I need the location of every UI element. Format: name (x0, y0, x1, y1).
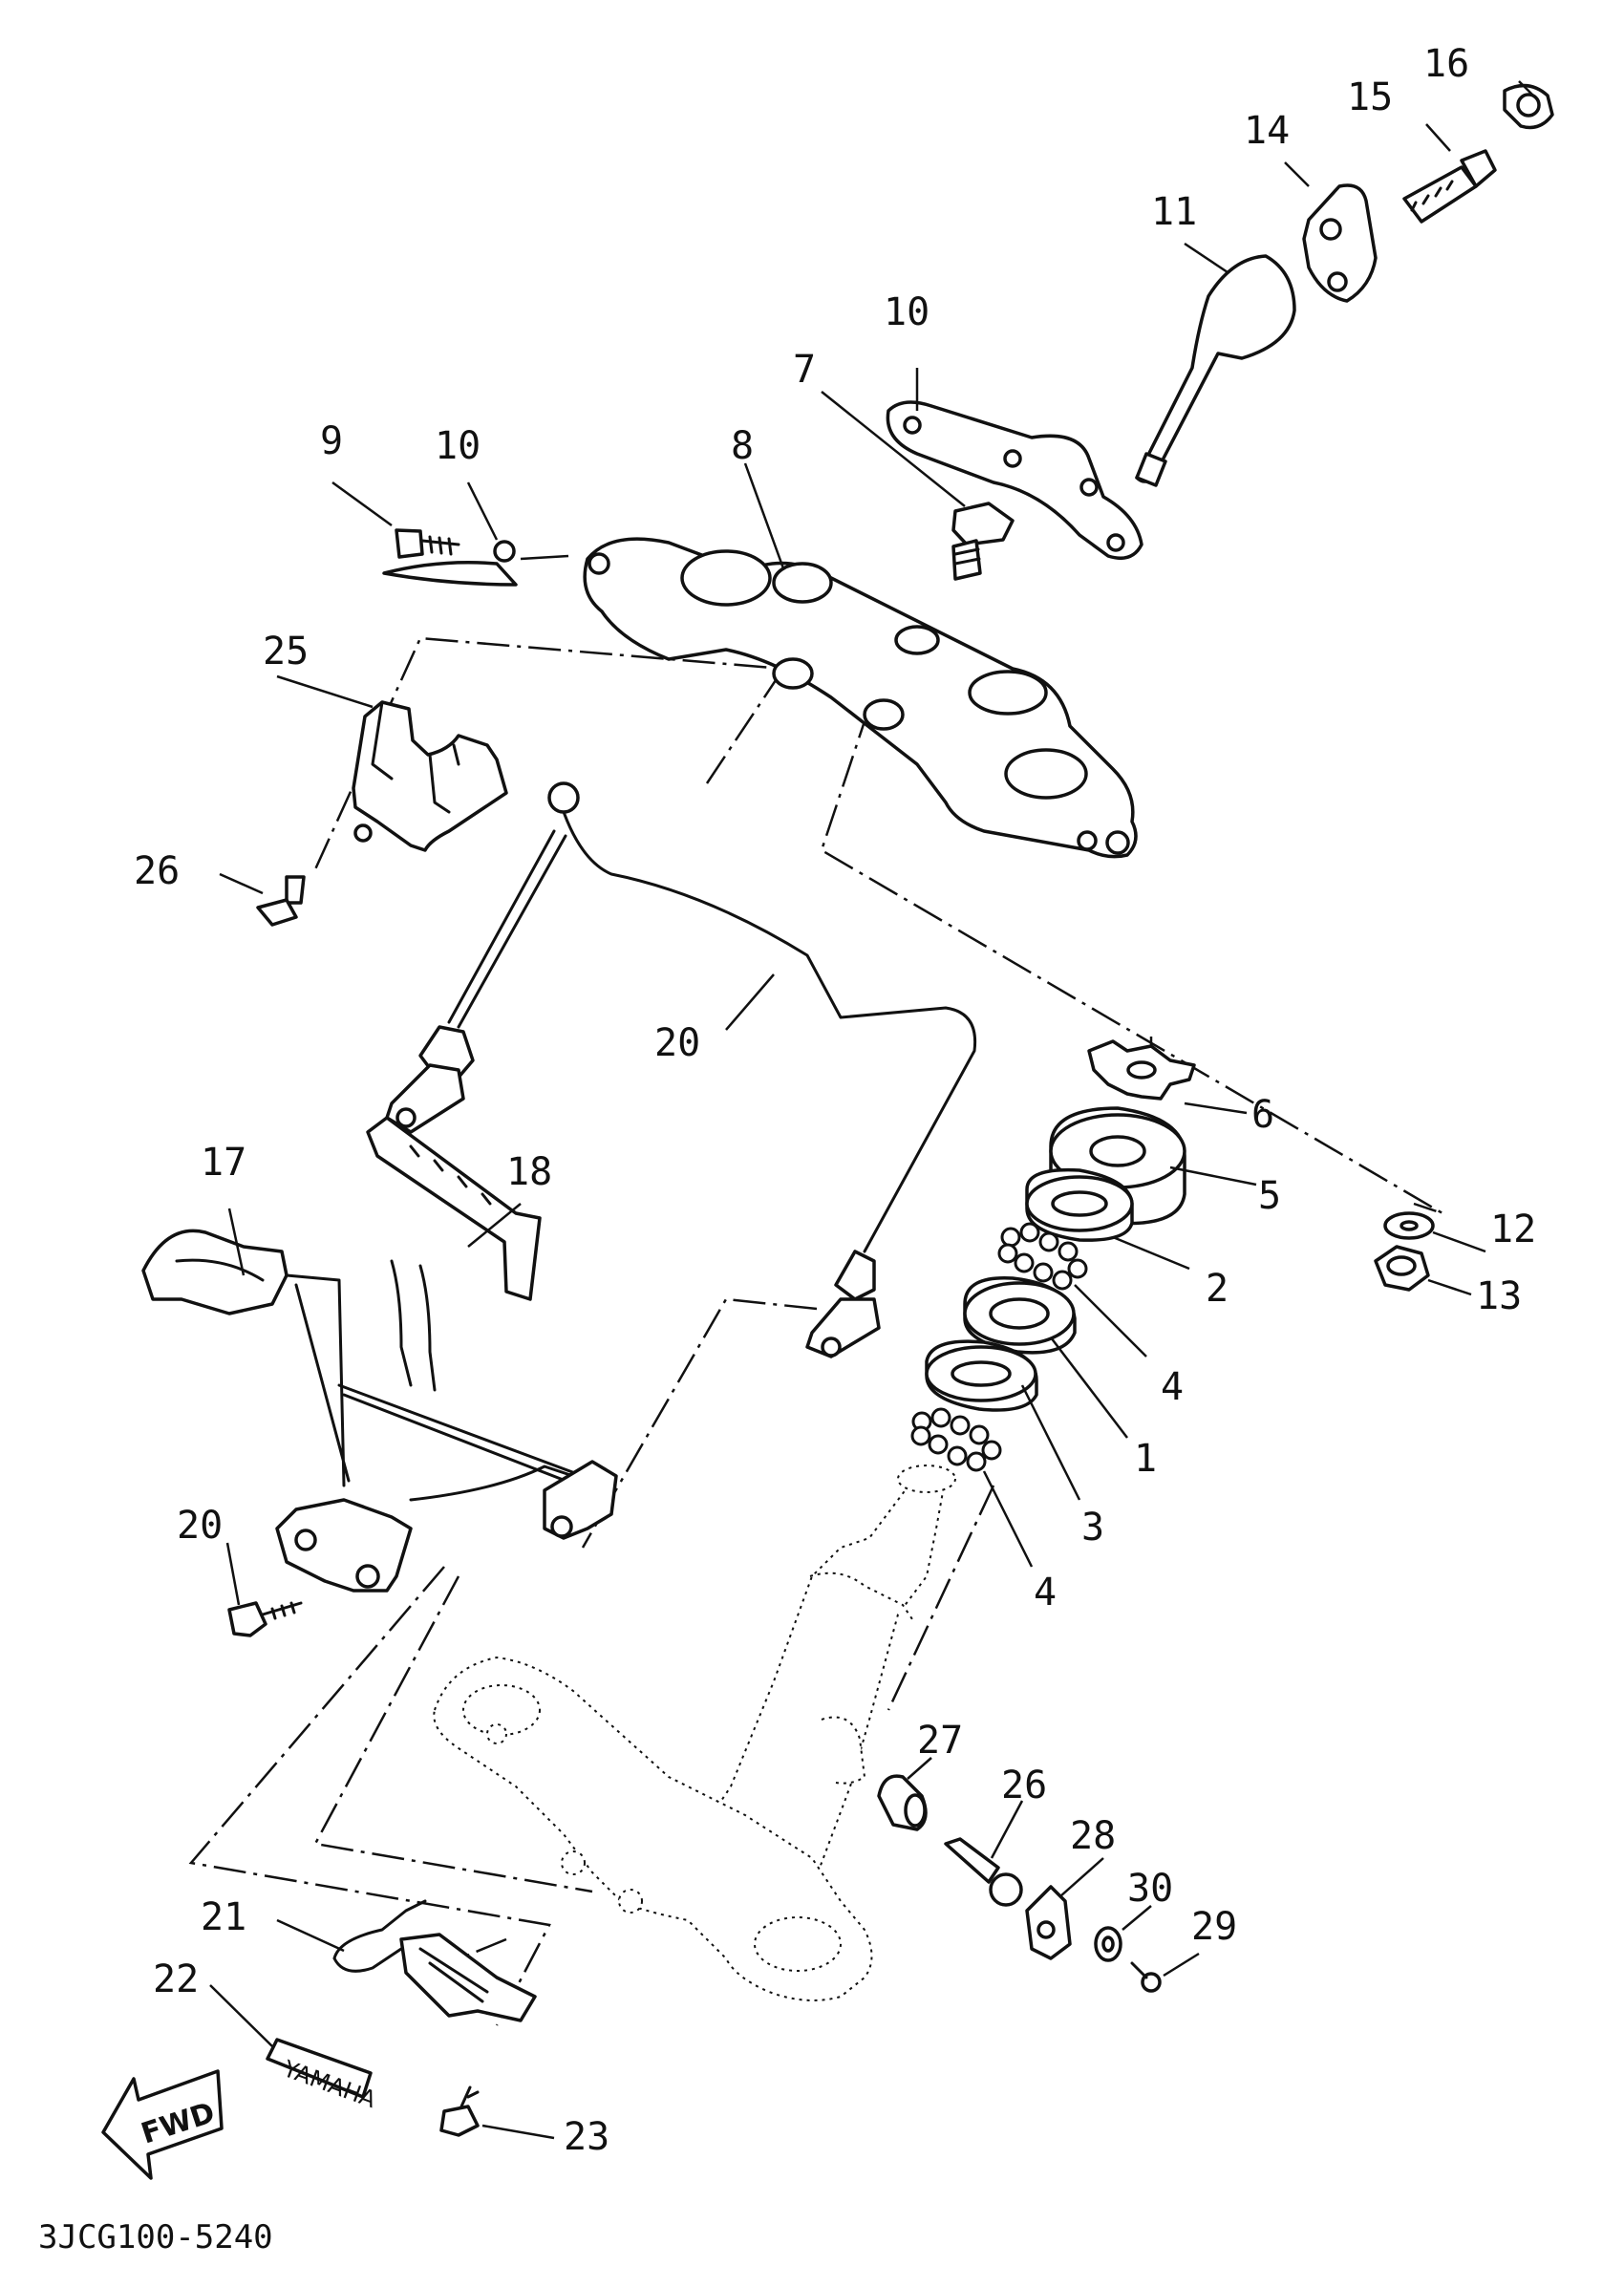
lower-bracket (433, 1465, 956, 2001)
callout-19: 18 (506, 1150, 552, 1194)
callout-5: 5 (1258, 1174, 1281, 1218)
callout-23: 22 (153, 1957, 199, 2001)
balls-4-lower (910, 1407, 1002, 1472)
washer-13 (1383, 1211, 1435, 1240)
upper-bracket (583, 537, 1138, 859)
callout-24: 23 (564, 2115, 609, 2159)
bolt-24 (439, 2085, 480, 2137)
callout-13: 12 (1490, 1208, 1536, 1251)
callout-16: 15 (1347, 75, 1393, 119)
bolt-16 (1402, 149, 1497, 224)
callout-1: 1 (1134, 1437, 1157, 1481)
callout-29: 28 (1070, 1814, 1116, 1858)
emblem-holder (399, 1933, 537, 2022)
handlebar-12 (1135, 254, 1296, 487)
callout-27: 26 (1001, 1764, 1047, 1807)
bolt-26 (256, 875, 306, 927)
callout-25: 25 (263, 630, 309, 674)
callout-17: 16 (1423, 42, 1469, 86)
holder-15 (1302, 183, 1378, 303)
callout-30: 29 (1191, 1905, 1237, 1949)
callout-3: 3 (1081, 1506, 1104, 1550)
callout-14: 13 (1476, 1274, 1522, 1318)
callout-12: 11 (1151, 190, 1197, 234)
race-3 (925, 1339, 1038, 1412)
callout-7: 7 (793, 348, 816, 392)
diagram-code: 3JCG100-5240 (38, 2218, 273, 2256)
callout-26: 26 (134, 849, 180, 893)
strap-19 (366, 1116, 542, 1301)
callout-4-upper: 4 (1161, 1365, 1184, 1409)
bolt-21 (227, 1601, 303, 1637)
callout-28: 27 (917, 1719, 963, 1763)
race-2 (1025, 1167, 1134, 1242)
plate-29 (1025, 1885, 1072, 1960)
screw-30 (1130, 1961, 1162, 1993)
cap-17 (1503, 83, 1554, 130)
callout-22: 21 (201, 1895, 246, 1939)
callout-8: 8 (731, 424, 754, 468)
callout-18: 17 (201, 1141, 246, 1185)
washer-31 (1094, 1926, 1122, 1962)
callout-20: 20 (654, 1021, 700, 1065)
clip-22 (332, 1899, 427, 1973)
callout-6: 6 (1251, 1093, 1274, 1137)
bracket-25 (352, 700, 508, 852)
cable-20 (385, 781, 977, 1358)
callout-4-lower: 4 (1034, 1571, 1057, 1614)
grommet-28 (877, 1774, 928, 1831)
washer-6 (1087, 1039, 1196, 1101)
callout-15: 14 (1244, 109, 1290, 153)
callout-9: 9 (320, 419, 343, 463)
bolt-7 (951, 502, 1015, 581)
callout-2: 2 (1206, 1267, 1229, 1311)
pin-27 (944, 1837, 1023, 1907)
callout-10: 10 (435, 424, 481, 468)
leader-lines (209, 80, 1536, 2140)
stay-18 (141, 1229, 618, 1593)
callout-labels: 16 15 14 11 10 7 8 9 10 25 26 20 6 5 2 4… (134, 42, 1536, 2159)
emblem-23: YAMAHA (266, 2038, 380, 2113)
bolt-9 (395, 528, 460, 559)
fwd-arrow-icon: FWD (101, 2069, 224, 2180)
stay-10 (382, 540, 569, 587)
plate-11 (886, 400, 1143, 560)
race-1 (963, 1275, 1077, 1355)
callout-21: 20 (177, 1504, 223, 1548)
nut-14 (1374, 1245, 1430, 1292)
callout-11: 10 (884, 290, 930, 334)
callout-31: 30 (1127, 1867, 1173, 1911)
balls-4-upper (997, 1222, 1088, 1291)
